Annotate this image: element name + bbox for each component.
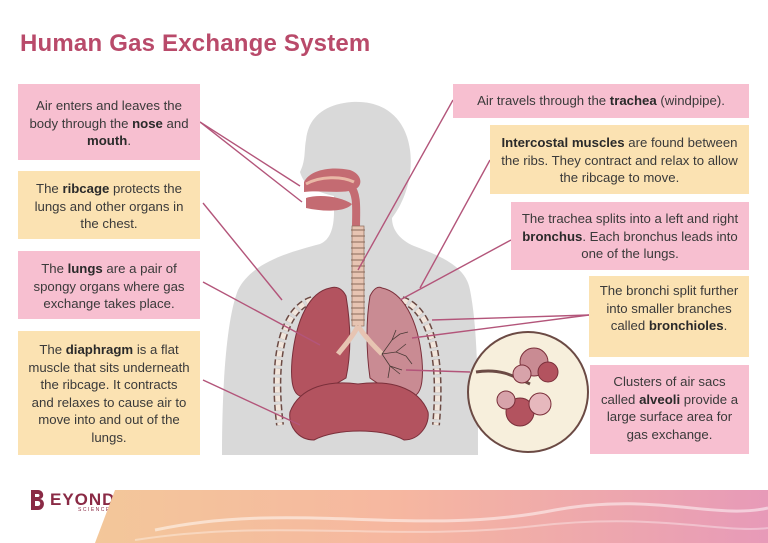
logo-sub-text: SCIENCE — [78, 507, 111, 513]
nasal-cartilage — [305, 176, 355, 186]
alveoli-box: Clusters of air sacs called alveoli prov… — [590, 365, 749, 454]
bronchioles-box: The bronchi split further into smaller b… — [589, 276, 749, 357]
alveoli-zoom — [467, 331, 589, 453]
logo-b-icon — [31, 490, 44, 510]
nose-mouth-box: Air enters and leaves the body through t… — [18, 84, 200, 160]
bronchioles — [381, 329, 413, 379]
leader-lines — [199, 99, 590, 426]
brand-logo: EYOND SCIENCE — [28, 488, 116, 513]
bronchus-box: The trachea splits into a left and right… — [511, 202, 749, 270]
alveoli-clusters — [475, 347, 559, 427]
ribcage-box: The ribcage protects the lungs and other… — [18, 171, 200, 239]
bronchi — [336, 324, 384, 356]
trachea — [351, 225, 365, 327]
diaphragm — [289, 382, 429, 441]
page-title: Human Gas Exchange System — [20, 30, 371, 57]
trachea-rings — [351, 229, 365, 321]
intercostal-box: Intercostal muscles are found between th… — [490, 125, 749, 194]
trachea-box: Air travels through the trachea (windpip… — [453, 84, 749, 118]
pharynx — [346, 183, 361, 229]
decorative-footer-band — [95, 490, 768, 543]
diaphragm-box: The diaphragm is a flat muscle that sits… — [18, 331, 200, 455]
mouth-cavity — [306, 196, 352, 211]
lungs-box: The lungs are a pair of spongy organs wh… — [18, 251, 200, 319]
nasal-cavity — [304, 168, 361, 192]
logo-brand-text: EYOND — [50, 490, 116, 509]
